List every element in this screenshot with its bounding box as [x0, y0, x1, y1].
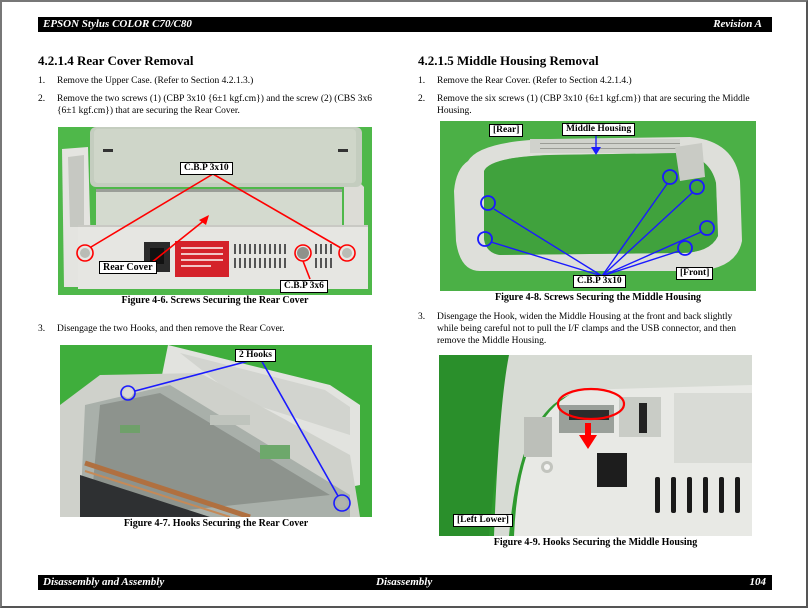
figure-4-8-photo: [Rear] Middle Housing C.B.P 3x10 [Front] [440, 121, 756, 291]
callout-front: [Front] [676, 267, 714, 280]
step-number: 1. [418, 76, 426, 86]
step-3-middle-housing: 3. Disengage the Hook, widen the Middle … [418, 311, 788, 349]
footer-section: Disassembly [376, 576, 433, 588]
figure-4-8-caption: Figure 4-8. Screws Securing the Middle H… [494, 292, 702, 303]
document-title: EPSON Stylus COLOR C70/C80 [43, 18, 192, 30]
step-text: Disengage the Hook, widen the Middle Hou… [437, 312, 733, 322]
rear-printer-photo-illustration [58, 127, 372, 295]
figure-4-9-photo: [Left Lower] [439, 355, 752, 536]
step-number: 3. [418, 312, 426, 322]
figure-4-9-caption: Figure 4-9. Hooks Securing the Middle Ho… [493, 537, 698, 548]
callout-rear: [Rear] [489, 124, 524, 137]
step-2-rear-cover: 2. Remove the two screws (1) (CBP 3x10 {… [38, 93, 408, 119]
step-number: 3. [38, 324, 46, 334]
step-text: remove the Middle Housing. [437, 336, 547, 346]
callout-cbp-3x10-housing: C.B.P 3x10 [573, 275, 626, 288]
figure-4-7-caption: Figure 4-7. Hooks Securing the Rear Cove… [123, 518, 309, 529]
step-text: {6±1 kgf.cm}) that are securing the Rear… [57, 106, 240, 116]
step-text: Remove the six screws (1) (CBP 3x10 {6±1… [437, 94, 750, 104]
section-heading-rear-cover: 4.2.1.4 Rear Cover Removal [38, 53, 194, 68]
step-text: while being careful not to pull the I/F … [437, 324, 737, 334]
footer-chapter: Disassembly and Assembly [43, 576, 165, 588]
figure-4-7-photo: 2 Hooks [60, 345, 372, 517]
callout-cbp-3x10: C.B.P 3x10 [180, 162, 233, 175]
callout-cbp-3x6: C.B.P 3x6 [280, 280, 328, 293]
figure-4-6-caption: Figure 4-6. Screws Securing the Rear Cov… [121, 295, 309, 306]
step-number: 2. [418, 94, 426, 104]
step-2-middle-housing: 2. Remove the six screws (1) (CBP 3x10 {… [418, 93, 788, 119]
left-lower-housing-photo-illustration [439, 355, 752, 536]
revision-label: Revision A [713, 18, 762, 30]
callout-2-hooks: 2 Hooks [235, 349, 276, 362]
callout-left-lower: [Left Lower] [453, 514, 513, 527]
callout-rear-cover: Rear Cover [99, 261, 157, 274]
step-text: Remove the two screws (1) (CBP 3x10 {6±1… [57, 94, 373, 104]
step-text: Remove the Upper Case. (Refer to Section… [57, 76, 254, 86]
running-header: EPSON Stylus COLOR C70/C80 Revision A [38, 17, 772, 32]
step-text: Disengage the two Hooks, and then remove… [57, 324, 285, 334]
step-number: 1. [38, 76, 46, 86]
page-number: 104 [749, 576, 767, 588]
middle-housing-photo-illustration [440, 121, 756, 291]
section-heading-middle-housing: 4.2.1.5 Middle Housing Removal [418, 53, 599, 68]
figure-4-6-photo: C.B.P 3x10 Rear Cover C.B.P 3x6 [58, 127, 372, 295]
printer-interior-photo-illustration [60, 345, 372, 517]
step-text: Remove the Rear Cover. (Refer to Section… [437, 76, 632, 86]
callout-middle-housing: Middle Housing [562, 123, 636, 136]
running-footer: Disassembly and Assembly Disassembly 104 [38, 575, 772, 590]
step-number: 2. [38, 94, 46, 104]
step-text: Housing. [437, 106, 472, 116]
